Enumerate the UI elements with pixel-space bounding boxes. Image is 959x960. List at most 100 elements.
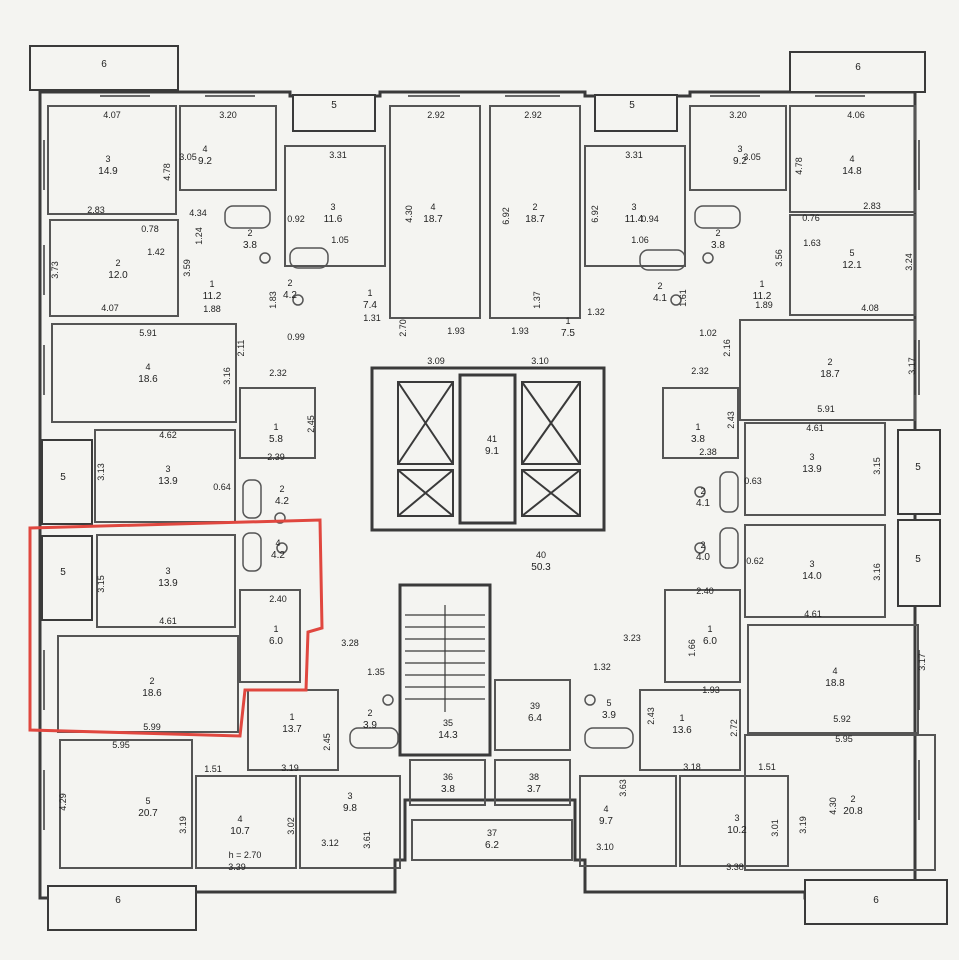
- dimension-label: 2.39: [267, 452, 285, 462]
- dimension-label: 5.91: [817, 404, 835, 414]
- room-area: 10.2: [727, 825, 747, 836]
- dimension-label: 6.92: [590, 205, 600, 223]
- dimension-label: 4.08: [861, 303, 879, 313]
- room-area: 3.7: [527, 784, 541, 795]
- balcony-label: 5: [915, 554, 921, 565]
- dimension-label: 2.92: [524, 110, 542, 120]
- room-number: 4: [832, 666, 837, 676]
- room-number: 4: [237, 814, 242, 824]
- room-area: 6.2: [485, 840, 499, 851]
- dimension-label: 1.89: [755, 300, 773, 310]
- room-number: 1: [707, 624, 712, 634]
- room-number: 3: [165, 566, 170, 576]
- ceiling-height-note: h = 2.70: [229, 850, 262, 860]
- dimension-label: 1.88: [203, 304, 221, 314]
- dimension-label: 4.30: [404, 205, 414, 223]
- room-number: 3: [631, 202, 636, 212]
- room-area: 11.6: [324, 214, 343, 225]
- balcony-right-upper: [897, 429, 941, 515]
- dimension-label: 1.63: [803, 238, 821, 248]
- room-area: 20.7: [138, 808, 158, 819]
- dimension-label: 3.12: [321, 838, 339, 848]
- room-number: 1: [273, 422, 278, 432]
- dimension-label: 1.93: [511, 326, 529, 336]
- dimension-label: 2.16: [722, 339, 732, 357]
- dimension-label: 4.78: [794, 157, 804, 175]
- room-number: 1: [273, 624, 278, 634]
- room-number: 4: [275, 538, 280, 548]
- dimension-label: 1.05: [331, 235, 349, 245]
- dimension-label: 1.61: [678, 289, 688, 307]
- room-number: 1: [679, 713, 684, 723]
- dimension-label: 1.93: [702, 685, 720, 695]
- room-area: 4.1: [696, 498, 710, 509]
- dimension-label: 1.24: [194, 227, 204, 245]
- room-number: 1: [289, 712, 294, 722]
- balcony-bottom-left: [47, 885, 197, 931]
- room-number: 3: [737, 144, 742, 154]
- dimension-label: 2.83: [863, 201, 881, 211]
- dimension-label: 3.39: [228, 862, 246, 872]
- room-area: 9.1: [485, 446, 499, 457]
- dimension-label: 3.16: [872, 563, 882, 581]
- balcony-loggia-1: [292, 94, 376, 132]
- room-area: 13.9: [158, 476, 178, 487]
- balcony-label: 5: [915, 462, 921, 473]
- dimension-label: 3.19: [798, 816, 808, 834]
- dimension-label: 0.63: [744, 476, 762, 486]
- dimension-label: 2.43: [726, 411, 736, 429]
- room-area: 4.0: [696, 552, 710, 563]
- room-number: 5: [145, 796, 150, 806]
- staircase: [405, 605, 485, 712]
- dimension-label: 5.92: [833, 714, 851, 724]
- room-area: 3.8: [243, 240, 257, 251]
- room-number: 5: [849, 248, 854, 258]
- dimension-label: 1.83: [268, 291, 278, 309]
- room-area: 20.8: [843, 806, 863, 817]
- dimension-label: 4.62: [159, 430, 177, 440]
- room-number: 4: [430, 202, 435, 212]
- room-area: 13.7: [282, 724, 302, 735]
- room-number: 3: [105, 154, 110, 164]
- window-marks: [39, 91, 920, 893]
- room-number: 2: [149, 676, 154, 686]
- room-number: 2: [715, 228, 720, 238]
- dimension-label: 1.51: [758, 762, 776, 772]
- dimension-label: 3.05: [179, 152, 197, 162]
- dimension-label: 0.64: [213, 482, 231, 492]
- dimension-label: 5.91: [139, 328, 157, 338]
- room-number: 41: [487, 434, 497, 444]
- balcony-label: 5: [629, 100, 635, 111]
- room-number: 1: [565, 316, 570, 326]
- room-area: 7.5: [561, 328, 575, 339]
- dimension-label: 2.43: [646, 707, 656, 725]
- dimension-label: 3.24: [904, 253, 914, 271]
- room-number: 39: [530, 701, 540, 711]
- balcony-top-left: [29, 45, 179, 91]
- room-area: 12.0: [108, 270, 128, 281]
- dimension-label: 3.59: [182, 259, 192, 277]
- dimension-label: 2.70: [398, 319, 408, 337]
- room-number: 2: [367, 708, 372, 718]
- room-area: 3.8: [441, 784, 455, 795]
- room-number: 2: [657, 281, 662, 291]
- room-area: 13.6: [672, 725, 692, 736]
- room-number: 36: [443, 772, 453, 782]
- room-area: 3.9: [363, 720, 377, 731]
- room-area: 7.4: [363, 300, 377, 311]
- dimension-label: 3.18: [683, 762, 701, 772]
- bath-fixtures: [224, 205, 741, 749]
- dimension-label: 0.76: [802, 213, 820, 223]
- dimension-label: 0.62: [746, 556, 764, 566]
- balcony-label: 6: [101, 59, 107, 70]
- room-area: 18.7: [820, 369, 840, 380]
- dimension-label: 3.56: [774, 249, 784, 267]
- dimension-label: 1.93: [447, 326, 465, 336]
- dimension-label: 1.31: [363, 313, 381, 323]
- room-number: 4: [603, 804, 608, 814]
- room-area: 18.7: [423, 214, 443, 225]
- dimension-label: 2.11: [236, 340, 246, 357]
- room-area: 10.7: [230, 826, 250, 837]
- dimension-label: 2.45: [322, 733, 332, 751]
- room-number: 3: [330, 202, 335, 212]
